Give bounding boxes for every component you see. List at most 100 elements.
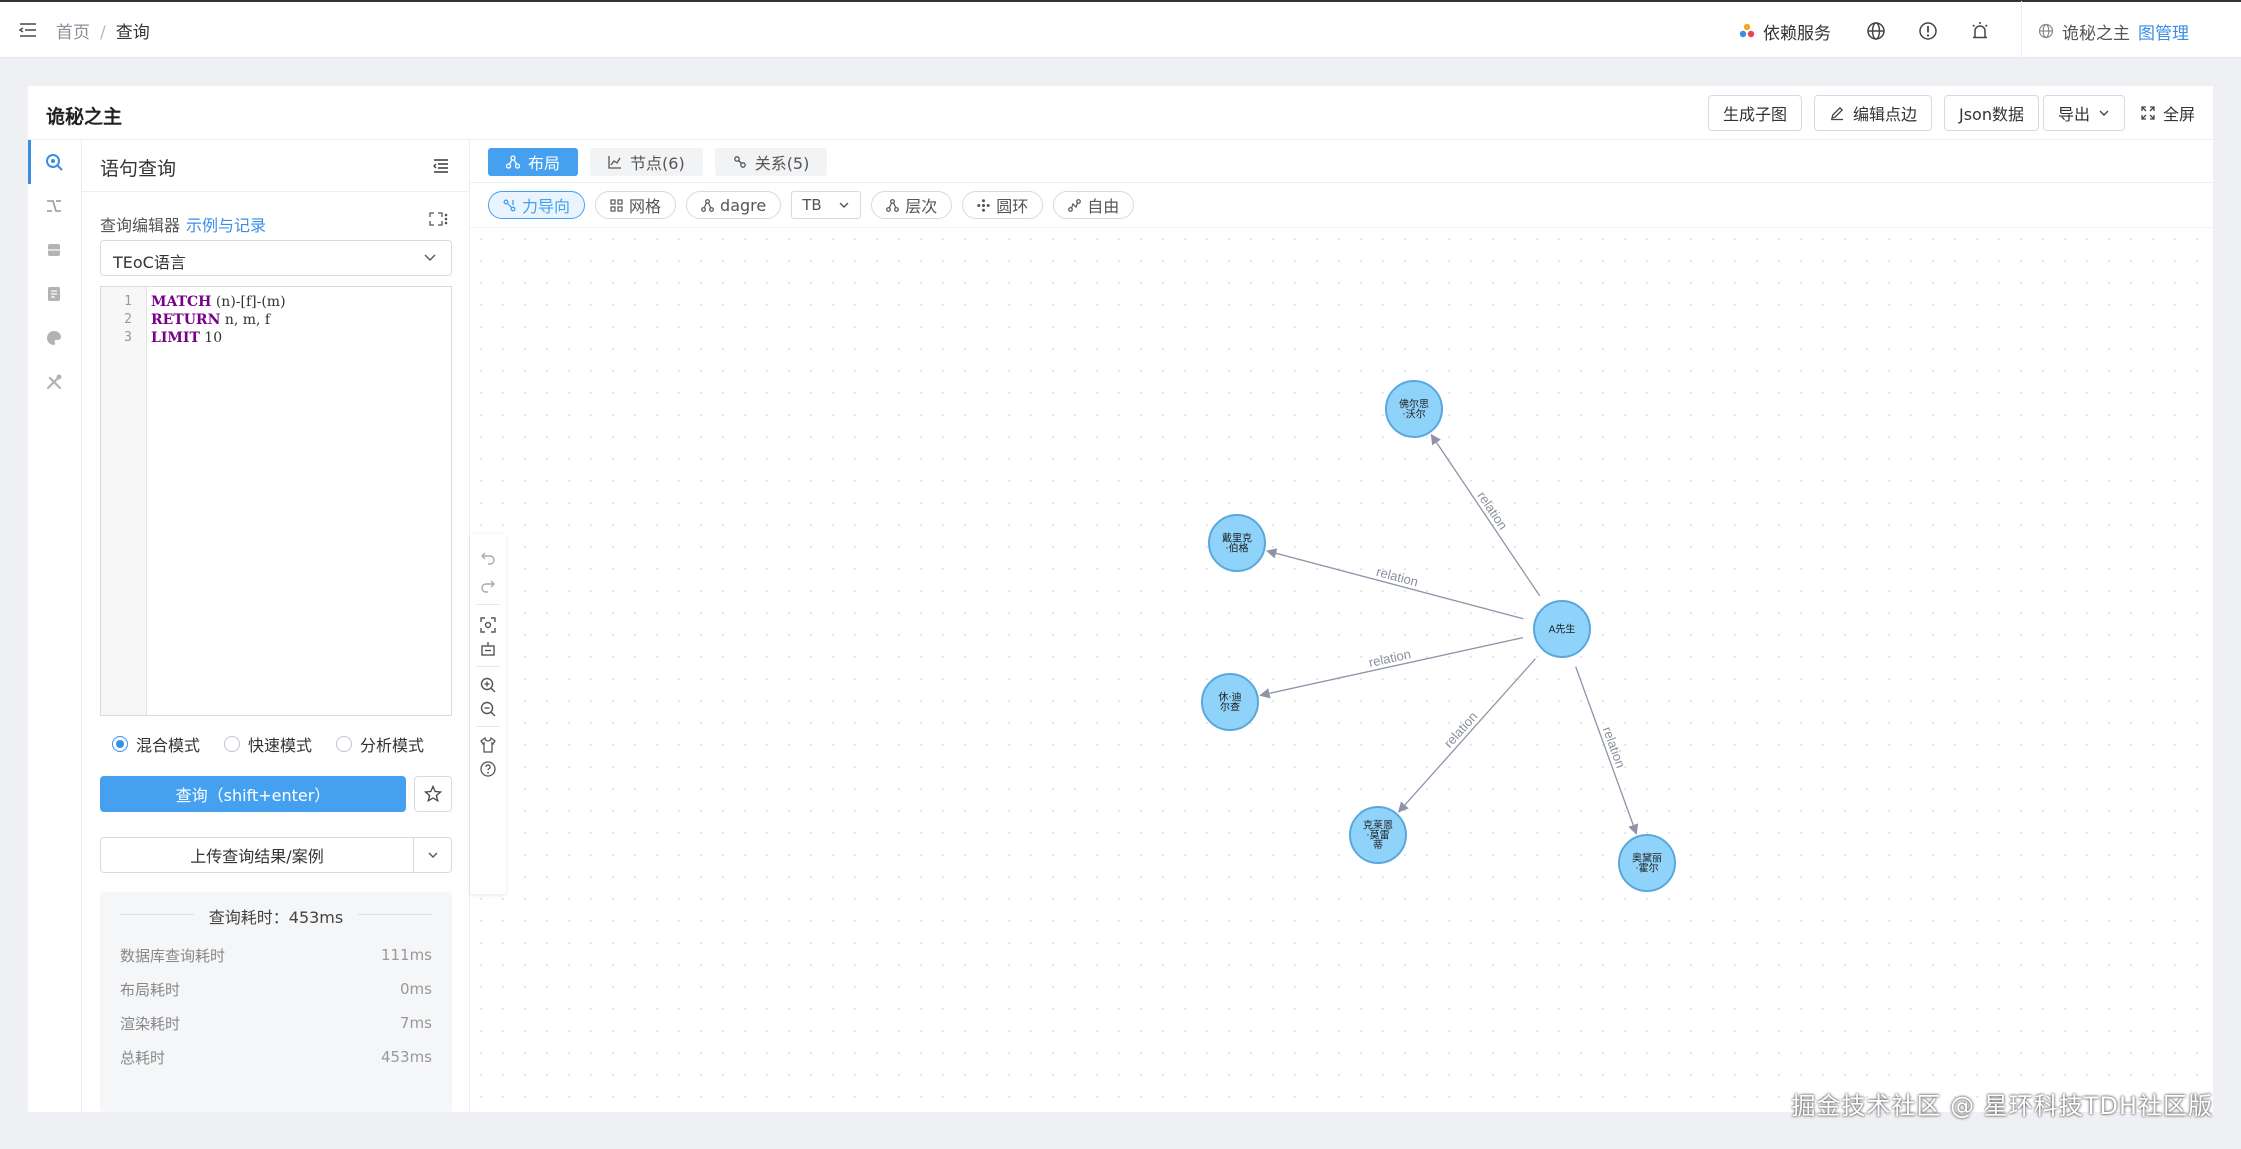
stat-label: 总耗时 (120, 1048, 166, 1067)
redo-icon[interactable] (479, 576, 497, 594)
upload-results-button[interactable]: 上传查询结果/案例 (100, 837, 452, 873)
code-text: 10 (199, 330, 223, 346)
code-text: (n)-[f]-(m) (211, 294, 286, 310)
graph-node[interactable]: 克莱恩·莫雷蒂 (1349, 806, 1407, 864)
alert-icon[interactable] (1917, 20, 1939, 42)
layout-force-button[interactable]: 力导向 (488, 191, 586, 219)
database-icon[interactable] (44, 240, 64, 260)
style-shirt-icon[interactable] (479, 736, 497, 754)
path-icon[interactable] (44, 196, 64, 216)
schema-icon[interactable] (44, 284, 64, 304)
upload-dropdown[interactable] (413, 838, 451, 872)
chevron-down-icon (428, 852, 437, 858)
language-value: TEoC语言 (113, 253, 186, 272)
zoom-in-icon[interactable] (479, 676, 497, 694)
graph-selector[interactable]: 诡秘之主 图管理 (2038, 19, 2189, 44)
line-number: 2 (124, 312, 132, 327)
radio-dot (112, 736, 128, 752)
query-panel: 语句查询 查询编辑器示例与记录 TEoC语言 1 2 3 MATCH (n)-[… (82, 140, 470, 1112)
tab-layout[interactable]: 布局 (488, 148, 579, 176)
edit-nodes-edges-button[interactable]: 编辑点边 (1813, 95, 1932, 131)
graph-edge[interactable] (1397, 658, 1536, 813)
examples-link[interactable]: 示例与记录 (186, 216, 267, 235)
generate-subgraph-label: 生成子图 (1722, 105, 1787, 124)
query-panel-header: 语句查询 (82, 140, 469, 192)
graph-node-center[interactable]: A先生 (1533, 600, 1591, 658)
graph-edge[interactable] (1265, 548, 1524, 620)
language-select[interactable]: TEoC语言 (100, 240, 452, 276)
graph-edge[interactable] (1259, 636, 1524, 699)
graph-tabs: 布局 节点(6) 关系(5) (488, 148, 828, 176)
collapse-list-icon[interactable] (431, 156, 451, 176)
tab-nodes[interactable]: 节点(6) (590, 148, 703, 176)
zoom-out-icon[interactable] (479, 700, 497, 718)
upload-label: 上传查询结果/案例 (190, 847, 324, 866)
breadcrumb-home[interactable]: 首页 (56, 23, 90, 43)
card-header: 诡秘之主 生成子图 编辑点边 Json数据 导出 全屏 (28, 86, 2213, 140)
tools-icon[interactable] (44, 372, 64, 392)
tab-layout-label: 布局 (528, 154, 561, 173)
line-number: 3 (124, 330, 132, 345)
code-content[interactable]: MATCH (n)-[f]-(m) RETURN n, m, f LIMIT 1… (151, 293, 286, 347)
radio-dot (336, 736, 353, 752)
code-editor[interactable]: 1 2 3 MATCH (n)-[f]-(m) RETURN n, m, f L… (100, 286, 452, 716)
layout-dagre-button[interactable]: dagre (686, 191, 782, 219)
top-right-tools: 依赖服务 诡秘之主 图管理 (1739, 1, 2189, 59)
side-icon-rail (28, 140, 82, 1112)
divider (2021, 1, 2022, 59)
direction-select[interactable]: TB (791, 191, 862, 219)
menu-toggle-icon[interactable] (18, 20, 38, 40)
node-label: ·霍尔 (1635, 862, 1658, 875)
query-search-icon[interactable] (44, 152, 64, 172)
mode-fast-radio[interactable]: 快速模式 (224, 732, 312, 756)
export-dropdown[interactable]: 导出 (2042, 95, 2125, 131)
graph-edge[interactable] (1575, 666, 1639, 835)
layout-hierarchy-button[interactable]: 层次 (871, 191, 953, 219)
query-button[interactable]: 查询（shift+enter） (100, 776, 406, 812)
mode-analysis-radio[interactable]: 分析模式 (336, 732, 424, 756)
main-card: 诡秘之主 生成子图 编辑点边 Json数据 导出 全屏 (28, 86, 2213, 1112)
expand-editor-icon[interactable] (429, 212, 443, 226)
graph-node[interactable]: 奥黛丽·霍尔 (1618, 834, 1676, 892)
graph-edge[interactable] (1430, 433, 1541, 597)
free-layout-icon (1068, 198, 1082, 212)
fullscreen-button[interactable]: 全屏 (2136, 95, 2199, 131)
alarm-icon[interactable] (1969, 20, 1991, 42)
mode-mixed-radio[interactable]: 混合模式 (112, 732, 200, 756)
query-panel-title: 语句查询 (100, 158, 177, 180)
dependency-service-link[interactable]: 依赖服务 (1739, 19, 1831, 44)
favorite-button[interactable] (414, 776, 452, 812)
layout-free-label: 自由 (1087, 197, 1120, 216)
chart-icon (608, 156, 622, 169)
fullscreen-label: 全屏 (2162, 105, 2195, 124)
center-icon[interactable] (479, 640, 497, 658)
graph-node[interactable]: 戴里克·伯格 (1208, 514, 1266, 572)
palette-icon[interactable] (44, 328, 64, 348)
edit-nodes-edges-label: 编辑点边 (1852, 105, 1917, 124)
layout-circle-button[interactable]: 圆环 (962, 191, 1044, 219)
radio-dot (224, 736, 241, 752)
undo-icon[interactable] (479, 548, 497, 566)
dependency-service-label: 依赖服务 (1763, 23, 1831, 44)
tab-relations[interactable]: 关系(5) (714, 148, 828, 176)
fit-view-icon[interactable] (479, 616, 497, 634)
layout-icon (506, 155, 520, 169)
graph-name: 诡秘之主 (2062, 23, 2130, 44)
graph-node[interactable]: 休·迪尔查 (1201, 673, 1259, 731)
json-data-button[interactable]: Json数据 (1943, 95, 2039, 131)
globe-icon[interactable] (1865, 20, 1887, 42)
generate-subgraph-button[interactable]: 生成子图 (1707, 95, 1802, 131)
edge-label: relation (1600, 725, 1629, 770)
layout-hierarchy-label: 层次 (905, 197, 938, 216)
graph-area: 布局 节点(6) 关系(5) 力导向 网格 dagre TB 层次 圆环 自由 (470, 140, 2213, 1112)
help-icon[interactable] (479, 760, 497, 778)
layout-grid-button[interactable]: 网格 (595, 191, 677, 219)
star-icon (424, 785, 442, 803)
graph-node[interactable]: 佛尔思·沃尔 (1385, 380, 1443, 438)
layout-free-button[interactable]: 自由 (1053, 191, 1135, 219)
graph-admin-link[interactable]: 图管理 (2138, 23, 2189, 44)
more-icon[interactable] (443, 212, 449, 226)
